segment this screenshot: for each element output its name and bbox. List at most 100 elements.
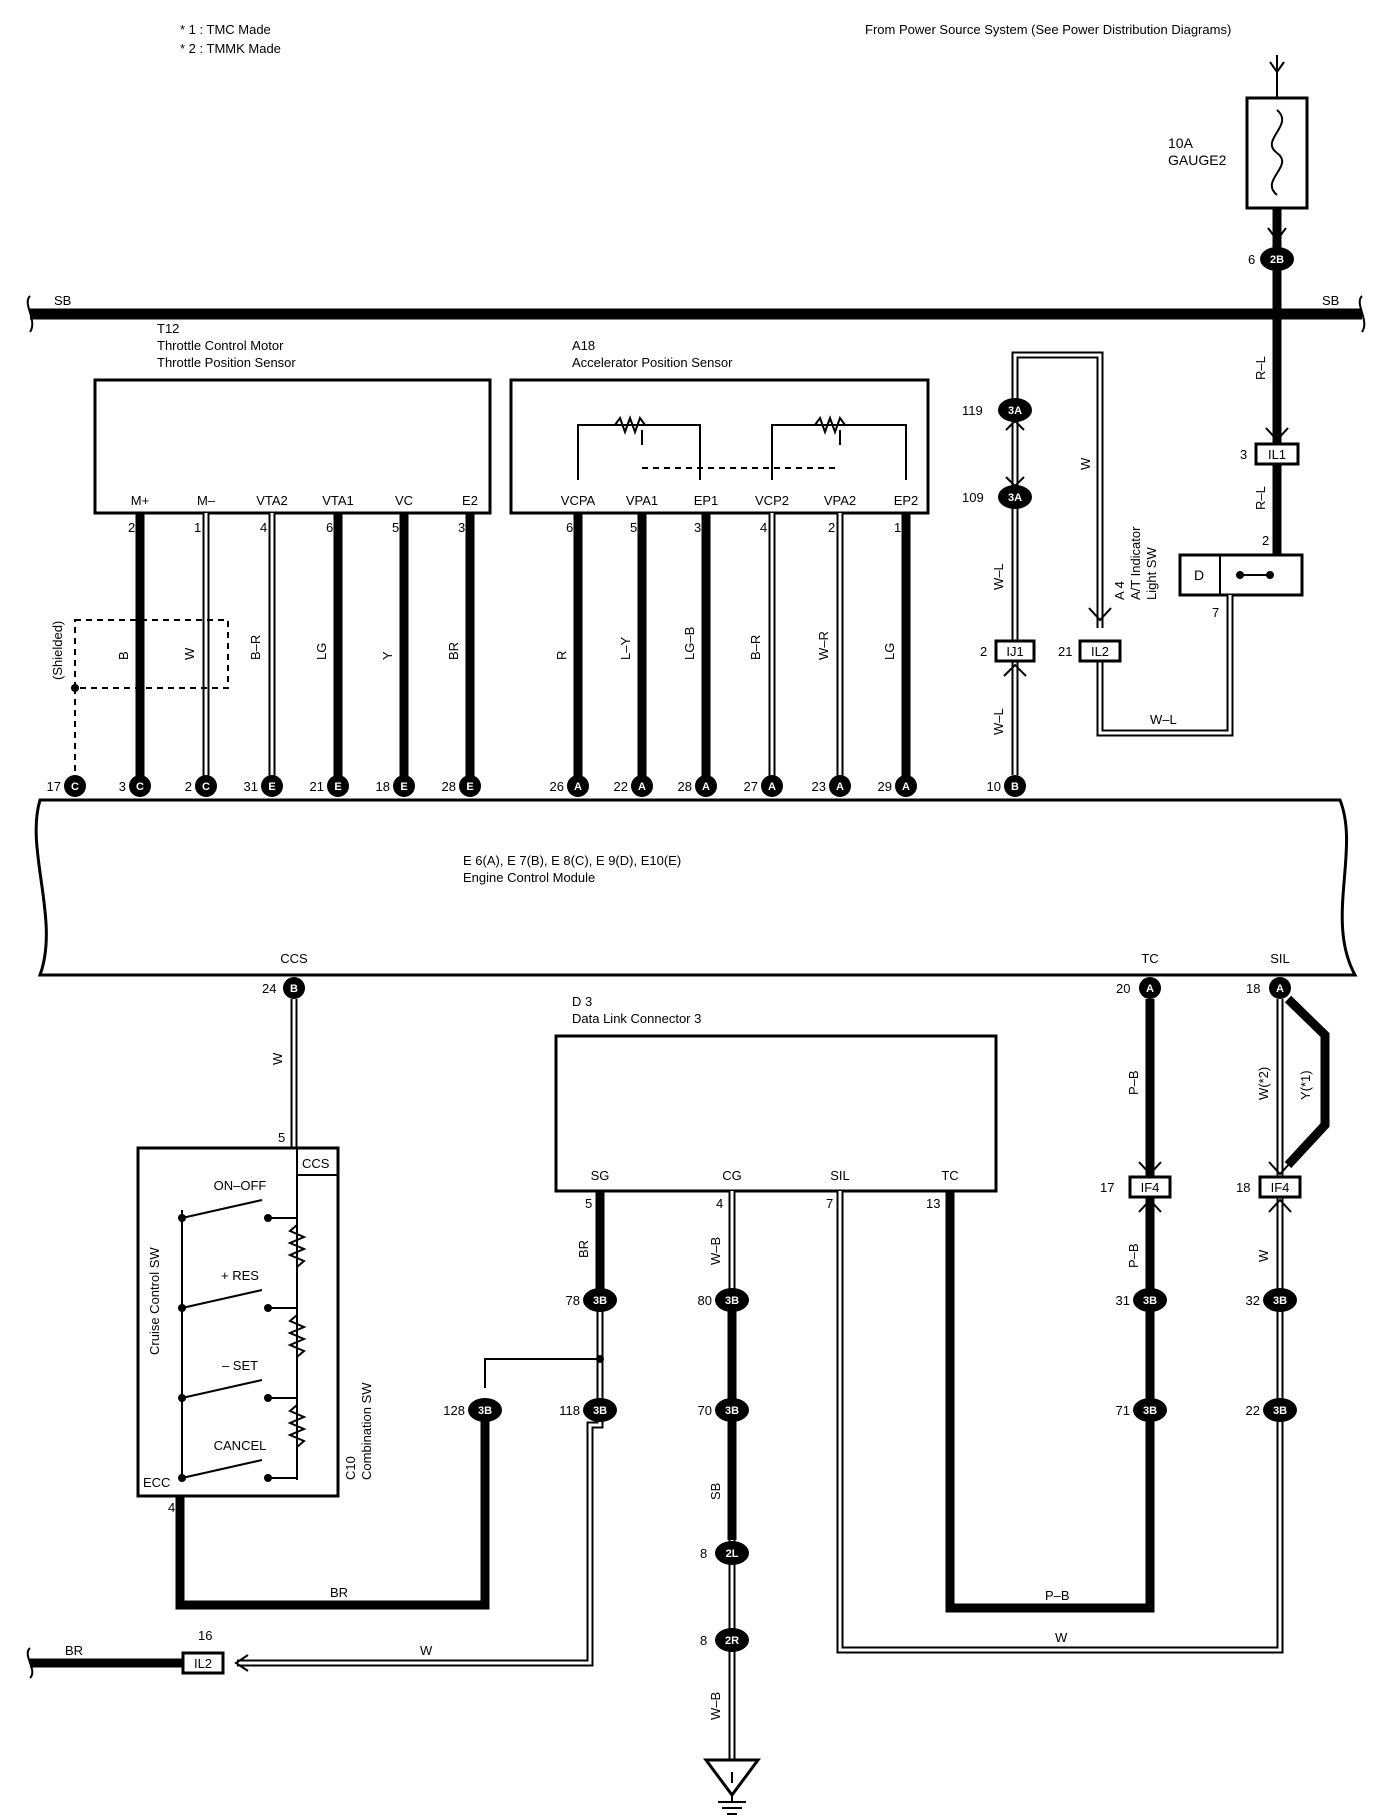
wire-sg: BR BR W [175, 1191, 605, 1667]
ground-symbol [703, 1758, 761, 1815]
d3-pin-tc: 13 [926, 1196, 940, 1211]
t12-pin: 3 [458, 520, 465, 535]
junction-3b [1263, 1398, 1297, 1422]
ecm-pin-bubble [631, 775, 653, 797]
wire-label-rl-2: R–L [1253, 486, 1268, 510]
pin-if4-tc: 17 [1100, 1180, 1114, 1195]
ecm-conn-letter: A [768, 781, 776, 793]
wire-ccs: W 5 [270, 999, 298, 1148]
conn-if4-sil: IF4 [1271, 1180, 1290, 1195]
bus-label-left: SB [54, 293, 71, 308]
a18-terminal: VPA1 [626, 493, 658, 508]
ecm-conn-letter: A [836, 781, 844, 793]
wire-label-ccs-w: W [270, 1052, 285, 1065]
ecm-term-sil: SIL [1270, 951, 1290, 966]
junction-3b-pin: 70 [698, 1403, 712, 1418]
ecm-pin-bubble [129, 775, 151, 797]
ecm-top-pin-number: 31 [244, 779, 258, 794]
ecm-top-pin-number: 27 [744, 779, 758, 794]
conn-ij1: IJ1 [1006, 644, 1023, 659]
ecm-pin-bubble [64, 775, 86, 797]
t12-terminal: E2 [462, 493, 478, 508]
ecm-conn-letter: E [268, 781, 275, 793]
c10-line1: Combination SW [359, 1382, 374, 1480]
a18-sensor: A18 Accelerator Position Sensor [509, 338, 930, 515]
ecm-conn-ccs: B [290, 983, 298, 995]
a18-terminal: VCPA [561, 493, 596, 508]
t12-wire-color: B–R [248, 635, 263, 660]
ecm-pin-bubble [895, 775, 917, 797]
ecm-conn-letter: E [334, 781, 341, 793]
wire-label-w2: W(*2) [1256, 1067, 1271, 1100]
ecm-term-ccs: CCS [280, 951, 308, 966]
shield: (Shielded) [50, 619, 229, 780]
d3-pin-cg: 4 [716, 1196, 723, 1211]
c10-ccs: CCS [302, 1156, 330, 1171]
ecm-conn-sil: A [1276, 983, 1284, 995]
ecm-conn-letter: E [400, 781, 407, 793]
a18-terminal: VCP2 [755, 493, 789, 508]
t12-terminal: M+ [131, 493, 149, 508]
t12-wire-color: B [116, 651, 131, 660]
wire-label-pb-1: P–B [1126, 1070, 1141, 1095]
switch-blade [181, 1289, 263, 1309]
ecm-conn-letter: B [1011, 781, 1019, 793]
ecm-top-pin-number: 18 [376, 779, 390, 794]
wire-label-br-sg: BR [576, 1240, 591, 1258]
ecm-body: E 6(A), E 7(B), E 8(C), E 9(D), E10(E) E… [34, 798, 1358, 977]
junction-3b-label: 3B [593, 1405, 607, 1417]
ecm-line1: E 6(A), E 7(B), E 8(C), E 9(D), E10(E) [463, 853, 681, 868]
conn-2r: 2R [725, 1635, 739, 1647]
junction-3b-pin: 71 [1116, 1403, 1130, 1418]
ecm-conn-letter: C [71, 781, 79, 793]
junction-3b-label: 3B [593, 1295, 607, 1307]
fuse-gauge2: 10A GAUGE2 [1168, 55, 1309, 210]
a4-switch: D A 4 A/T Indicator Light SW 7 [1112, 526, 1304, 620]
pin-il2-output: 16 [198, 1628, 212, 1643]
a18-wire-color: W–R [816, 631, 831, 660]
t12-line2: Throttle Position Sensor [157, 355, 296, 370]
switch-blade [181, 1459, 263, 1479]
junction-3b [715, 1398, 749, 1422]
ecm-conn-letter: A [702, 781, 710, 793]
d3-term-sg: SG [591, 1168, 610, 1183]
junction-3b-label: 3B [1143, 1295, 1157, 1307]
ecm-pin-bubble [829, 775, 851, 797]
ecm-top-pin-number: 10 [987, 779, 1001, 794]
ecm-top-pin-number: 22 [614, 779, 628, 794]
a4-line1: A/T Indicator [1128, 526, 1143, 600]
ecm-conn-letter: A [902, 781, 910, 793]
junction-3b-pin: 118 [559, 1403, 580, 1418]
ecm-pin-bubble [567, 775, 589, 797]
ecm-conn-letter: E [466, 781, 473, 793]
conn-3a-bottom: 3A [1008, 492, 1022, 504]
ecm-pin-bubble [261, 775, 283, 797]
junction-3b [1133, 1288, 1167, 1312]
ecm-top-pin-number: 28 [678, 779, 692, 794]
wire-label-br-out: BR [65, 1643, 83, 1658]
t12-terminal: VTA2 [256, 493, 288, 508]
wire-sil: W(*2) Y(*1) W W IF4 18 [836, 995, 1330, 1654]
t12-terminal: VC [395, 493, 413, 508]
wire-cg: W–B SB W–B 2L 8 2R 8 [700, 1191, 749, 1775]
bus-label-right: SB [1322, 293, 1339, 308]
a4-switch-label: D [1194, 567, 1204, 583]
a18-wire-color: LG–B [682, 627, 697, 660]
a18-wire-color: LG [882, 643, 897, 660]
a4-line2: Light SW [1144, 547, 1159, 600]
power-wire-rl: 2B 6 IL1 3 R–L R–L 2 [1240, 208, 1300, 558]
d3-connector: D 3 Data Link Connector 3 SG CG SIL TC 5… [554, 994, 998, 1211]
ecm-top-pin-number: 26 [550, 779, 564, 794]
wire-label-w-a4: W [1078, 457, 1093, 470]
junction-3b [583, 1288, 617, 1312]
junction-3b [583, 1398, 617, 1422]
junction-3b-pin: 31 [1116, 1293, 1130, 1308]
a18-terminal: VPA2 [824, 493, 856, 508]
junction-3b [1133, 1398, 1167, 1422]
junction-3b [468, 1398, 502, 1422]
wire-label-w-il2: W [420, 1643, 433, 1658]
ecm-pin-bubble [327, 775, 349, 797]
